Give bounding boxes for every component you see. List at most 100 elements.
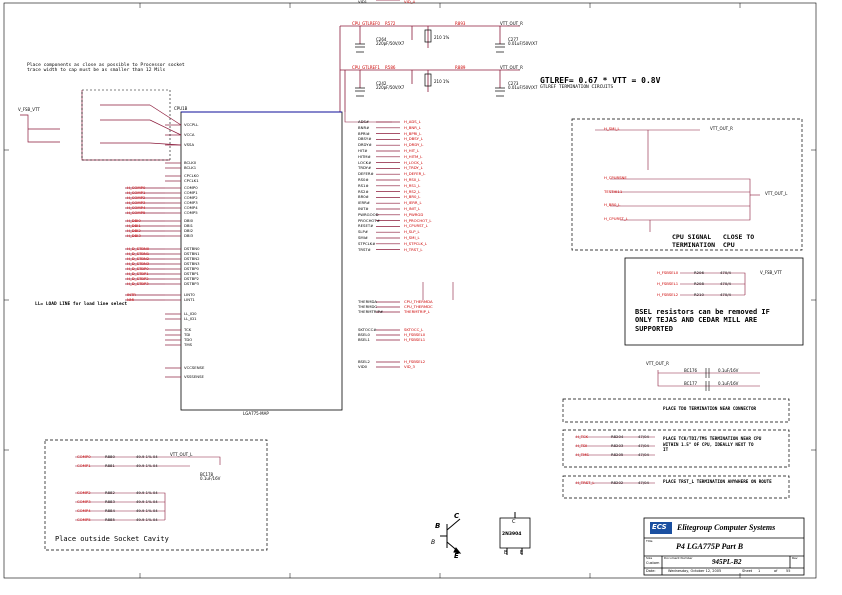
left-net-15: H_D_STBP1	[127, 271, 149, 276]
loadline-note: LL= LOAD LINE for load line select	[35, 302, 128, 307]
cpu-pin-vcca: VCCA	[184, 132, 195, 137]
c242-label: C242	[376, 81, 387, 86]
gtlref1-net: CPU_GTLREF1	[352, 65, 380, 70]
cpu-pin-thermtrip: THERMTRIP#	[358, 309, 384, 314]
right-net-23: CPU_THERMDA	[404, 299, 433, 304]
cpu-pin-dbi3: DBI3	[184, 233, 194, 238]
right-net-16: H_PWRGD	[404, 211, 424, 217]
cpu-pin-bpri: BPRI#	[358, 130, 370, 136]
right-net-19: H_SLP_L	[404, 229, 420, 235]
left-net-10: H_D_STBN0	[127, 246, 150, 251]
bsel-net-2: H_FSBSEL2	[657, 292, 679, 297]
r893-label: R893	[455, 21, 466, 26]
c277-label: C277	[508, 37, 519, 42]
cavity-res-0: R880	[105, 454, 115, 459]
cpu-pin-tdo: TDO	[184, 337, 193, 342]
bsel-box	[624, 257, 804, 346]
jtag-val-2: 47/04	[638, 452, 649, 457]
right-net-28: H_FSBSEL1	[404, 337, 426, 342]
cpu-pin-tck: TCK	[184, 327, 192, 332]
right-net-15: H_INIT_L	[404, 206, 421, 211]
cpu-pin-ads: ADS#	[358, 119, 370, 124]
vtt-caps	[657, 368, 760, 391]
right-net-20: H_SMI_L	[404, 235, 420, 240]
cavity-box	[44, 439, 268, 551]
cpu-pin-hit: HIT#	[358, 148, 368, 153]
cavity-res-2: R882	[105, 490, 115, 495]
cpu-pin-br0: BR0#	[358, 194, 369, 200]
bsel-res-0: R206	[694, 270, 704, 275]
sheet-number: 1	[758, 569, 761, 573]
right-net-10: H_RS0_L	[404, 177, 421, 182]
cavity-val-2: 49.9 1% 04	[136, 490, 158, 495]
c273-value: 0.01uF/50V/X7	[508, 85, 538, 90]
left-net-1: H_COMP1	[127, 190, 146, 195]
left-net-9: H_DBI3	[127, 233, 141, 238]
cpu-pin-dstbp0: DSTBP0	[184, 266, 199, 271]
date-value: Wednesday, October 12, 2005	[668, 569, 722, 573]
sig-net-0: H_SMI_L	[604, 126, 620, 131]
right-net-13: H_BR0_L	[404, 194, 421, 200]
cavity-net-3: COMP3	[77, 499, 91, 504]
cpu-pin-ierr: IERR#	[358, 200, 370, 206]
cpu-pin-dstbn1: DSTBN1	[184, 251, 200, 256]
transistor-b-upper: B	[435, 522, 441, 530]
pkg-b: B	[504, 550, 508, 556]
doc-label: Document Number	[664, 556, 693, 560]
r889-label: R889	[455, 65, 466, 70]
sheet-title: P4 LGA775P Part B	[676, 542, 744, 551]
size-value: Custom	[646, 561, 660, 565]
c277-value: 0.01uF/50V/X7	[508, 41, 538, 46]
vtt-tag-2: VTT_OUT_R	[500, 65, 523, 70]
bsel-note: BSEL resistors can be removed IF ONLY TE…	[635, 308, 770, 333]
cpu-ref: CPU1B	[174, 106, 188, 111]
cpu-pin-vsssense: VSSSENSE	[184, 374, 204, 379]
cpu-pin-drdy: DRDY#	[358, 142, 372, 148]
cpu-pin-comp1: COMP1	[184, 190, 198, 195]
cavity-res-1: R881	[105, 463, 115, 468]
cavity-res-4: R884	[105, 508, 115, 513]
right-net-2: H_BPRI_L	[404, 130, 422, 136]
vfsb-vtt-left: V_FSB_VTT	[18, 107, 40, 112]
cavity-net-1: COMP1	[77, 463, 91, 468]
doc-number: 945PL-B2	[712, 558, 742, 566]
right-net-27: H_FSBSEL0	[404, 332, 426, 337]
jtag-trst-net: H_TRST_L	[576, 480, 595, 485]
cavity-res-3: R883	[105, 499, 115, 504]
cpu-pin-vid0: VID0	[358, 364, 368, 369]
right-net-12: H_RS2_L	[404, 188, 421, 194]
cpu-pin-bclk1: BCLK1	[184, 165, 197, 170]
title-label: Title	[646, 539, 653, 543]
jtag-res-2: R8205	[611, 452, 624, 457]
right-net-4: H_DRDY_L	[404, 142, 424, 148]
right-net-22: H_TRST_L	[404, 246, 423, 252]
right-net-31: VID_4	[404, 0, 415, 4]
left-net-7: H_DBI1	[127, 223, 141, 228]
cavity-net-2: COMP2	[77, 490, 91, 495]
vtt-caps-net: VTT_OUT_R	[646, 361, 669, 366]
right-net-24: CPU_THERMDC	[404, 304, 433, 309]
cpu-pin-trst: TRST#	[358, 246, 371, 252]
right-net-1: H_BNR_L	[404, 124, 421, 130]
cavity-val-3: 49.9 1% 04	[136, 499, 158, 504]
c273-label: C273	[508, 81, 519, 86]
cpu-pin-trdy: TRDY#	[358, 165, 372, 171]
bc176-value: 0.1uF/16V	[718, 368, 739, 373]
cpu-pin-lock: LOCK#	[358, 159, 372, 165]
cpu-pin-dbsy: DBSY#	[358, 136, 372, 142]
gtlref-components	[355, 29, 505, 97]
left-net-4: H_COMP4	[127, 205, 146, 210]
bc176-label: BC176	[684, 368, 698, 373]
transistor-b: B	[431, 539, 436, 546]
cpu-pin-comp5: COMP5	[184, 210, 198, 215]
cpu-pin-dstbp2: DSTBP2	[184, 276, 199, 281]
jtag-val-1: 47/04	[638, 443, 649, 448]
right-net-0: H_ADS_L	[404, 119, 421, 124]
cpu-pin-slp: SLP#	[358, 229, 368, 235]
cpu-pin-bsel0: BSEL0	[358, 332, 370, 337]
left-net-5: H_COMP5	[127, 210, 146, 215]
cpu-pin-rs2: RS2#	[358, 188, 369, 194]
right-net-9: H_DEFER_L	[404, 171, 426, 177]
gtlref-subtitle: GTLREF TERMINATION CIRCUITS	[540, 85, 614, 90]
